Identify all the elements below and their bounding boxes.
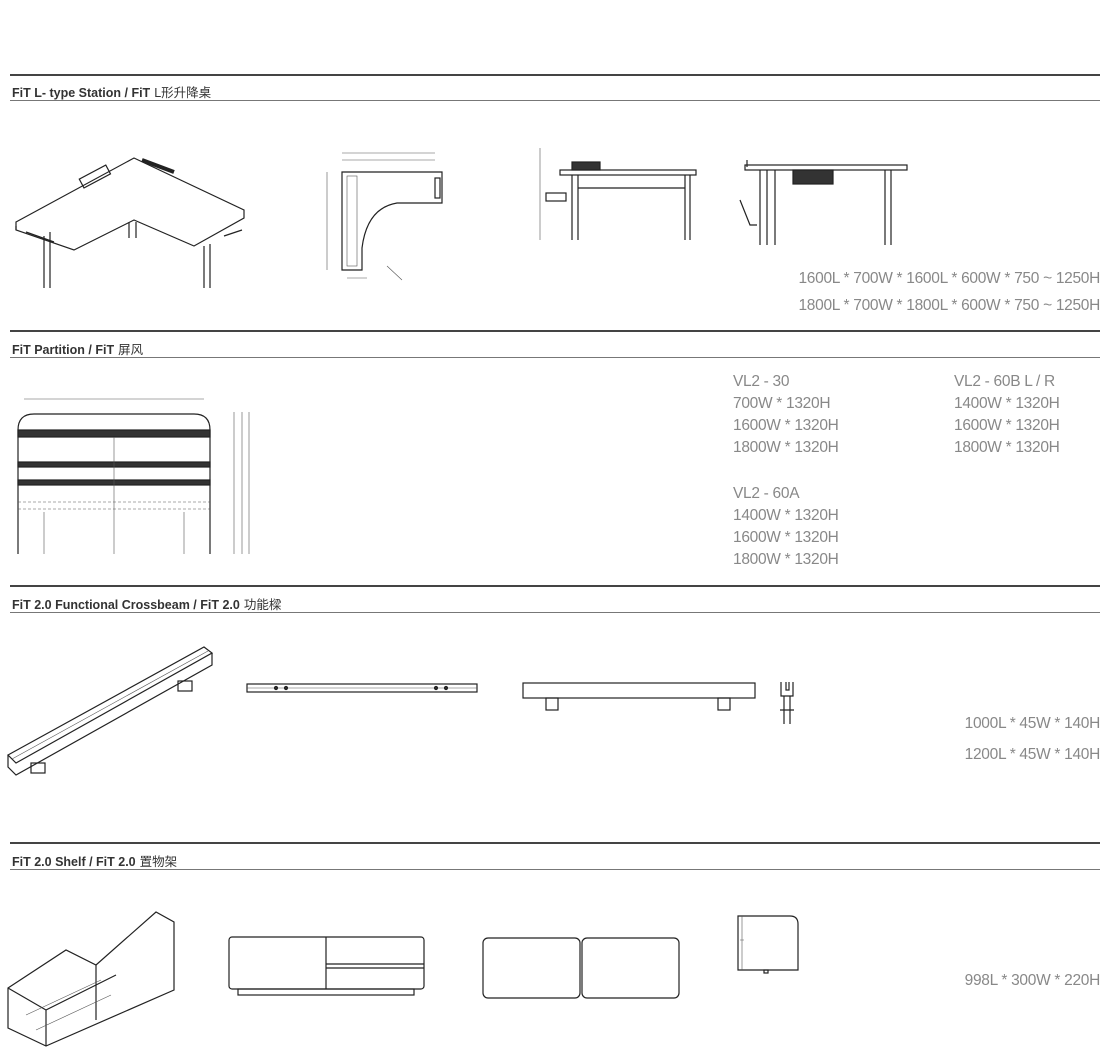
crossbeam-perspective-drawing (7, 646, 214, 776)
section-divider (10, 100, 1100, 101)
size-line: 1400W * 1320H (733, 507, 839, 524)
section-divider (10, 357, 1100, 358)
l-desk-top-view-drawing (326, 152, 443, 281)
model-name: VL2 - 60A (733, 485, 800, 502)
partition-group-vl2-30: VL2 - 30 700W * 1320H 1600W * 1320H 1800… (733, 371, 839, 459)
partition-group-vl2-60a: VL2 - 60A 1400W * 1320H 1600W * 1320H 18… (733, 483, 839, 571)
section-divider (10, 869, 1100, 870)
shelf-top-view-drawing (482, 937, 680, 999)
title-cn: 功能樑 (243, 598, 282, 612)
size-line: 1800W * 1320H (733, 551, 839, 568)
section-divider (10, 74, 1100, 76)
title-en: FiT Partition / FiT (12, 343, 115, 357)
section-divider (10, 842, 1100, 844)
l-desk-perspective-drawing (15, 157, 245, 288)
title-cn: 屏风 (118, 343, 144, 357)
size-line: 1800W * 1320H (954, 439, 1060, 456)
section-divider (10, 585, 1100, 587)
l-desk-side-view-drawing (539, 148, 697, 240)
spec-line: 1800L * 700W * 1800L * 600W * 750 ~ 1250… (798, 297, 1100, 314)
size-line: 700W * 1320H (733, 395, 831, 412)
shelf-front-view-drawing (228, 936, 425, 996)
model-name: VL2 - 30 (733, 373, 790, 390)
partition-group-vl2-60b: VL2 - 60B L / R 1400W * 1320H 1600W * 13… (954, 371, 1060, 459)
size-line: 1600W * 1320H (733, 417, 839, 434)
crossbeam-side-view-drawing (780, 682, 794, 724)
section-divider (10, 612, 1100, 613)
spec-line: 1000L * 45W * 140H (964, 715, 1100, 732)
size-line: 1800W * 1320H (733, 439, 839, 456)
size-line: 1600W * 1320H (733, 529, 839, 546)
crossbeam-top-view-drawing (246, 683, 478, 693)
crossbeam-front-view-drawing (522, 682, 756, 711)
size-line: 1400W * 1320H (954, 395, 1060, 412)
title-en: FiT L- type Station / FiT (12, 86, 151, 100)
title-en: FiT 2.0 Shelf / FiT 2.0 (12, 855, 136, 869)
spec-line: 1200L * 45W * 140H (964, 746, 1100, 763)
title-cn: 置物架 (139, 855, 178, 869)
partition-elevation-drawing (17, 398, 250, 554)
shelf-perspective-drawing (7, 911, 175, 1047)
model-name: VL2 - 60B L / R (954, 373, 1055, 390)
spec-line: 998L * 300W * 220H (964, 972, 1100, 989)
size-line: 1600W * 1320H (954, 417, 1060, 434)
title-en: FiT 2.0 Functional Crossbeam / FiT 2.0 (12, 598, 240, 612)
shelf-side-view-drawing (737, 915, 799, 974)
l-desk-front-view-drawing (739, 160, 908, 245)
title-cn: L形升降桌 (154, 86, 212, 100)
section-divider (10, 330, 1100, 332)
spec-line: 1600L * 700W * 1600L * 600W * 750 ~ 1250… (798, 270, 1100, 287)
